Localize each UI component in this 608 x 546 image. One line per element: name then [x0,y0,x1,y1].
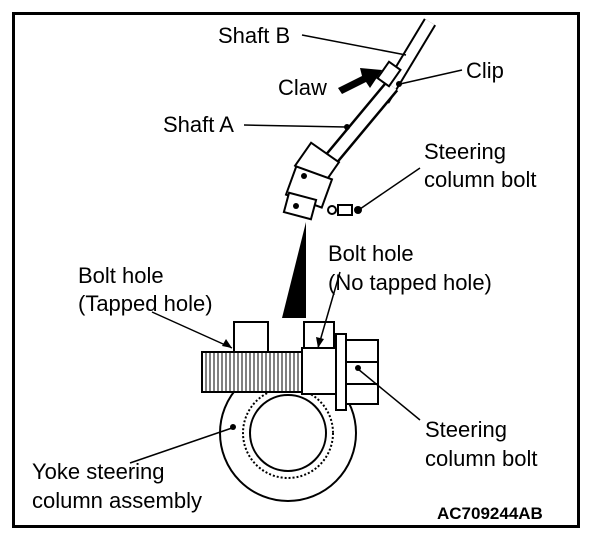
label-shaft-a: Shaft A [163,112,234,137]
leader-arrowheads [222,337,324,348]
label-steering-column-bolt-top-line2: column bolt [424,167,537,192]
label-bolt-hole-no-tap-line1: Bolt hole [328,241,414,266]
label-steering-column-bolt-top-line1: Steering [424,139,506,164]
label-steering-column-bolt-bottom-line1: Steering [425,417,507,442]
label-bolt-hole-tapped-line1: Bolt hole [78,263,164,288]
yoke-assembly [201,321,379,502]
steering-column-bolt-small [327,204,362,216]
claw-arrow [338,68,382,94]
label-clip: Clip [466,58,504,83]
label-bolt-hole-tapped-line2: (Tapped hole) [78,291,213,316]
figure-code: AC709244AB [437,504,543,523]
clip [376,60,402,88]
label-shaft-b: Shaft B [218,23,291,48]
universal-joint [282,141,341,221]
leader-lines [129,34,463,464]
label-claw: Claw [278,75,327,100]
label-steering-column-bolt-bottom-line2: column bolt [425,446,538,471]
projection-wedge [282,222,306,318]
label-yoke-line1: Yoke steering [32,459,165,484]
shaft-a [315,80,399,176]
label-bolt-hole-no-tap-line2: (No tapped hole) [328,270,492,295]
label-yoke-line2: column assembly [32,488,202,513]
